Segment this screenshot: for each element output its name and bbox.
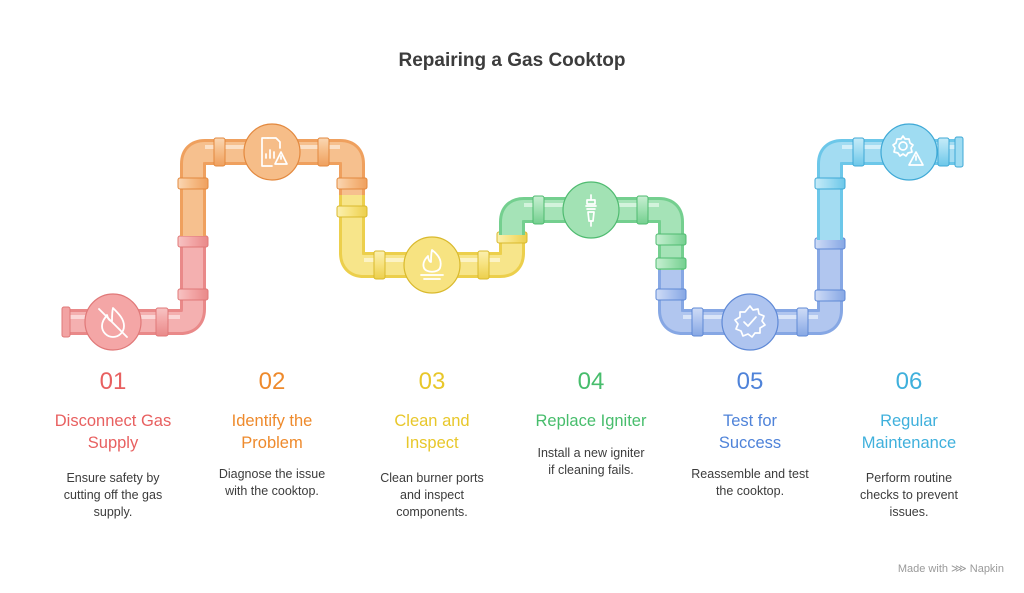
pipe-segment-red bbox=[61, 235, 209, 338]
step-description-01: Ensure safety by cutting off the gas suppl… bbox=[38, 470, 188, 521]
check-gear-icon bbox=[734, 305, 766, 338]
step-label-line: Problem bbox=[241, 434, 303, 452]
step-label-line: Disconnect Gas bbox=[54, 412, 172, 430]
step-06-node bbox=[880, 123, 938, 181]
igniter-icon bbox=[585, 194, 597, 227]
step-number-01: 01 bbox=[99, 368, 127, 395]
step-description-line: issues. bbox=[889, 505, 929, 519]
step-label-line: Supply bbox=[87, 434, 139, 452]
step-number-03: 03 bbox=[418, 368, 446, 395]
step-label-line: Success bbox=[718, 434, 782, 452]
step-description-line: supply. bbox=[93, 505, 133, 519]
step-description-line: components. bbox=[396, 505, 468, 519]
step-04-node bbox=[562, 181, 620, 239]
step-label-line: Clean and bbox=[394, 412, 470, 430]
step-description-line: cutting off the gas bbox=[63, 488, 163, 502]
step-label-line: Replace Igniter bbox=[535, 412, 647, 430]
flame-icon bbox=[420, 249, 444, 280]
gear-warning-icon bbox=[892, 135, 924, 166]
step-description-05: Reassemble and test the cooktop. bbox=[675, 466, 825, 500]
step-number-02: 02 bbox=[258, 368, 286, 395]
step-description-03: Clean burner ports and inspect components. bbox=[357, 470, 507, 521]
step-description-line: Diagnose the issue bbox=[218, 467, 326, 481]
page-title: Repairing a Gas Cooktop bbox=[398, 50, 626, 71]
step-label-line: Inspect bbox=[405, 434, 459, 452]
step-description-line: Perform routine bbox=[865, 471, 953, 485]
no-fire-icon bbox=[98, 307, 128, 338]
step-05-node bbox=[721, 293, 779, 351]
step-number-04: 04 bbox=[577, 368, 605, 395]
pipe-segment-cyan bbox=[814, 136, 964, 240]
step-description-06: Perform routine checks to prevent issues. bbox=[834, 470, 984, 521]
step-01-node bbox=[84, 293, 142, 351]
step-description-line: with the cooktop. bbox=[225, 484, 319, 498]
step-description-line: if cleaning fails. bbox=[548, 463, 634, 477]
step-description-line: Reassemble and test bbox=[691, 467, 809, 481]
step-number-06: 06 bbox=[895, 368, 923, 395]
step-label-line: Maintenance bbox=[861, 434, 957, 452]
step-description-line: Ensure safety by bbox=[66, 471, 160, 485]
step-03-node bbox=[403, 236, 461, 294]
step-02-node bbox=[243, 123, 301, 181]
step-description-line: Install a new igniter bbox=[537, 446, 645, 460]
step-description-line: checks to prevent bbox=[860, 488, 958, 502]
step-description-line: Clean burner ports bbox=[380, 471, 484, 485]
step-number-05: 05 bbox=[736, 368, 764, 395]
step-description-line: the cooktop. bbox=[715, 484, 785, 498]
step-label-line: Test for bbox=[722, 412, 778, 430]
step-label-04: Replace Igniter bbox=[506, 410, 676, 432]
step-description-02: Diagnose the issue with the cooktop. bbox=[197, 466, 347, 500]
napkin-credit: Made with ⋙ Napkin bbox=[897, 563, 1004, 575]
step-description-04: Install a new igniter if cleaning fails. bbox=[516, 445, 666, 479]
report-warning-icon bbox=[261, 137, 288, 167]
step-label-line: Regular bbox=[880, 412, 938, 430]
step-label-line: Identify the bbox=[231, 412, 313, 430]
step-description-line: and inspect bbox=[400, 488, 464, 502]
